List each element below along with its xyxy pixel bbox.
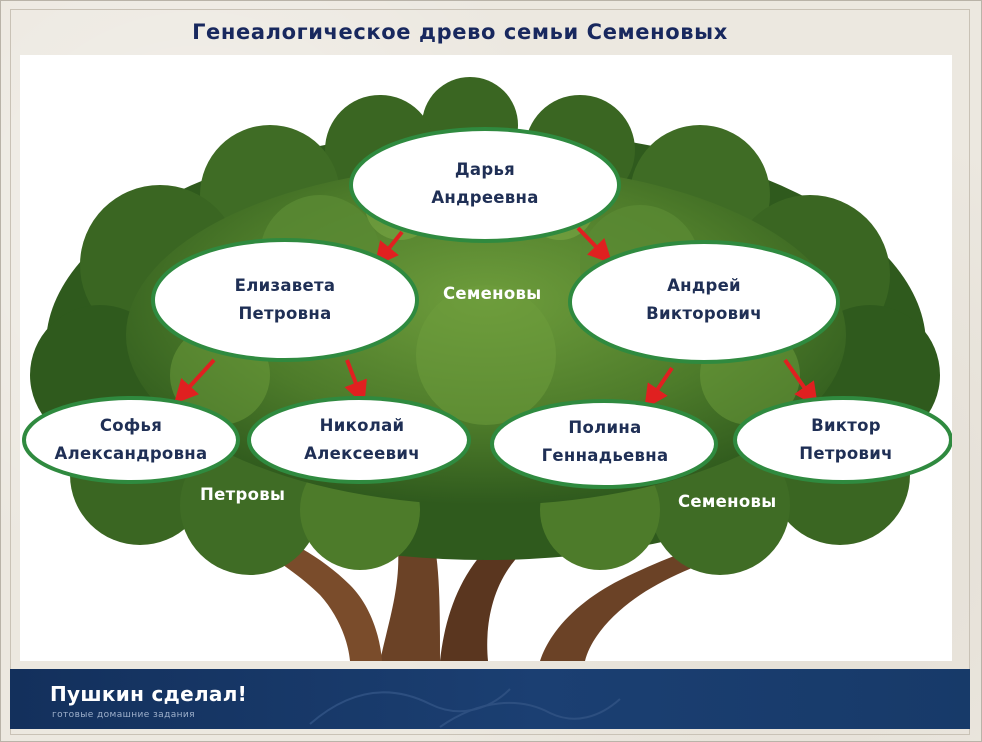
tree-svg — [22, 77, 952, 661]
person-polina: Полина Геннадьевна — [505, 407, 705, 477]
person-polina-patronymic: Геннадьевна — [541, 446, 669, 465]
person-darya: Дарья Андреевна — [385, 149, 585, 219]
family-label-right: Семеновы — [678, 492, 777, 511]
person-andrey: Андрей Викторович — [604, 265, 804, 335]
arrow-elizaveta-to-sofya — [173, 358, 216, 404]
footer-banner: Пушкин сделал! готовые домашние задания — [10, 669, 970, 729]
person-viktor-patronymic: Петрович — [799, 444, 893, 463]
person-viktor-first: Виктор — [811, 416, 881, 435]
oval-darya — [349, 127, 621, 243]
oval-andrey — [568, 240, 840, 364]
person-elizaveta-first: Елизавета — [234, 276, 336, 295]
person-elizaveta-patronymic: Петровна — [238, 304, 332, 323]
family-label-left: Петровы — [200, 485, 286, 504]
tree-illustration: Дарья Андреевна Елизавета Петровна Андре… — [20, 55, 952, 661]
family-label-center: Семеновы — [443, 284, 542, 303]
person-nikolay-patronymic: Алексеевич — [304, 444, 420, 463]
arrow-darya-to-elizaveta — [374, 230, 404, 267]
person-elizaveta: Елизавета Петровна — [185, 265, 385, 335]
footer-brand: Пушкин сделал! — [50, 682, 248, 706]
person-darya-first: Дарья — [454, 160, 516, 179]
person-sofya: Софья Александровна — [31, 405, 231, 475]
oval-nikolay — [247, 396, 471, 484]
person-andrey-first: Андрей — [667, 276, 741, 295]
arrow-elizaveta-to-nikolay — [344, 359, 367, 406]
person-andrey-patronymic: Викторович — [646, 304, 762, 323]
oval-sofya — [22, 396, 240, 484]
footer-tagline: готовые домашние задания — [52, 710, 195, 720]
person-sofya-first: Софья — [99, 416, 163, 435]
arrow-darya-to-andrey — [576, 226, 613, 264]
oval-viktor — [733, 396, 952, 484]
oval-polina — [490, 399, 718, 489]
person-viktor: Виктор Петрович — [746, 405, 946, 475]
person-darya-patronymic: Андреевна — [431, 188, 539, 207]
person-nikolay: Николай Алексеевич — [262, 405, 462, 475]
arrow-andrey-to-polina — [644, 366, 674, 409]
person-nikolay-first: Николай — [319, 416, 405, 435]
relationship-arrows — [173, 226, 818, 409]
person-ovals — [22, 127, 952, 489]
slide-frame — [10, 9, 970, 735]
person-sofya-patronymic: Александровна — [54, 444, 208, 463]
arrow-andrey-to-viktor — [783, 358, 818, 407]
oval-elizaveta — [151, 238, 419, 362]
person-polina-first: Полина — [568, 418, 642, 437]
footer-swirl-decoration — [309, 688, 621, 728]
page-title: Генеалогическое древо семьи Семеновых — [192, 20, 728, 44]
